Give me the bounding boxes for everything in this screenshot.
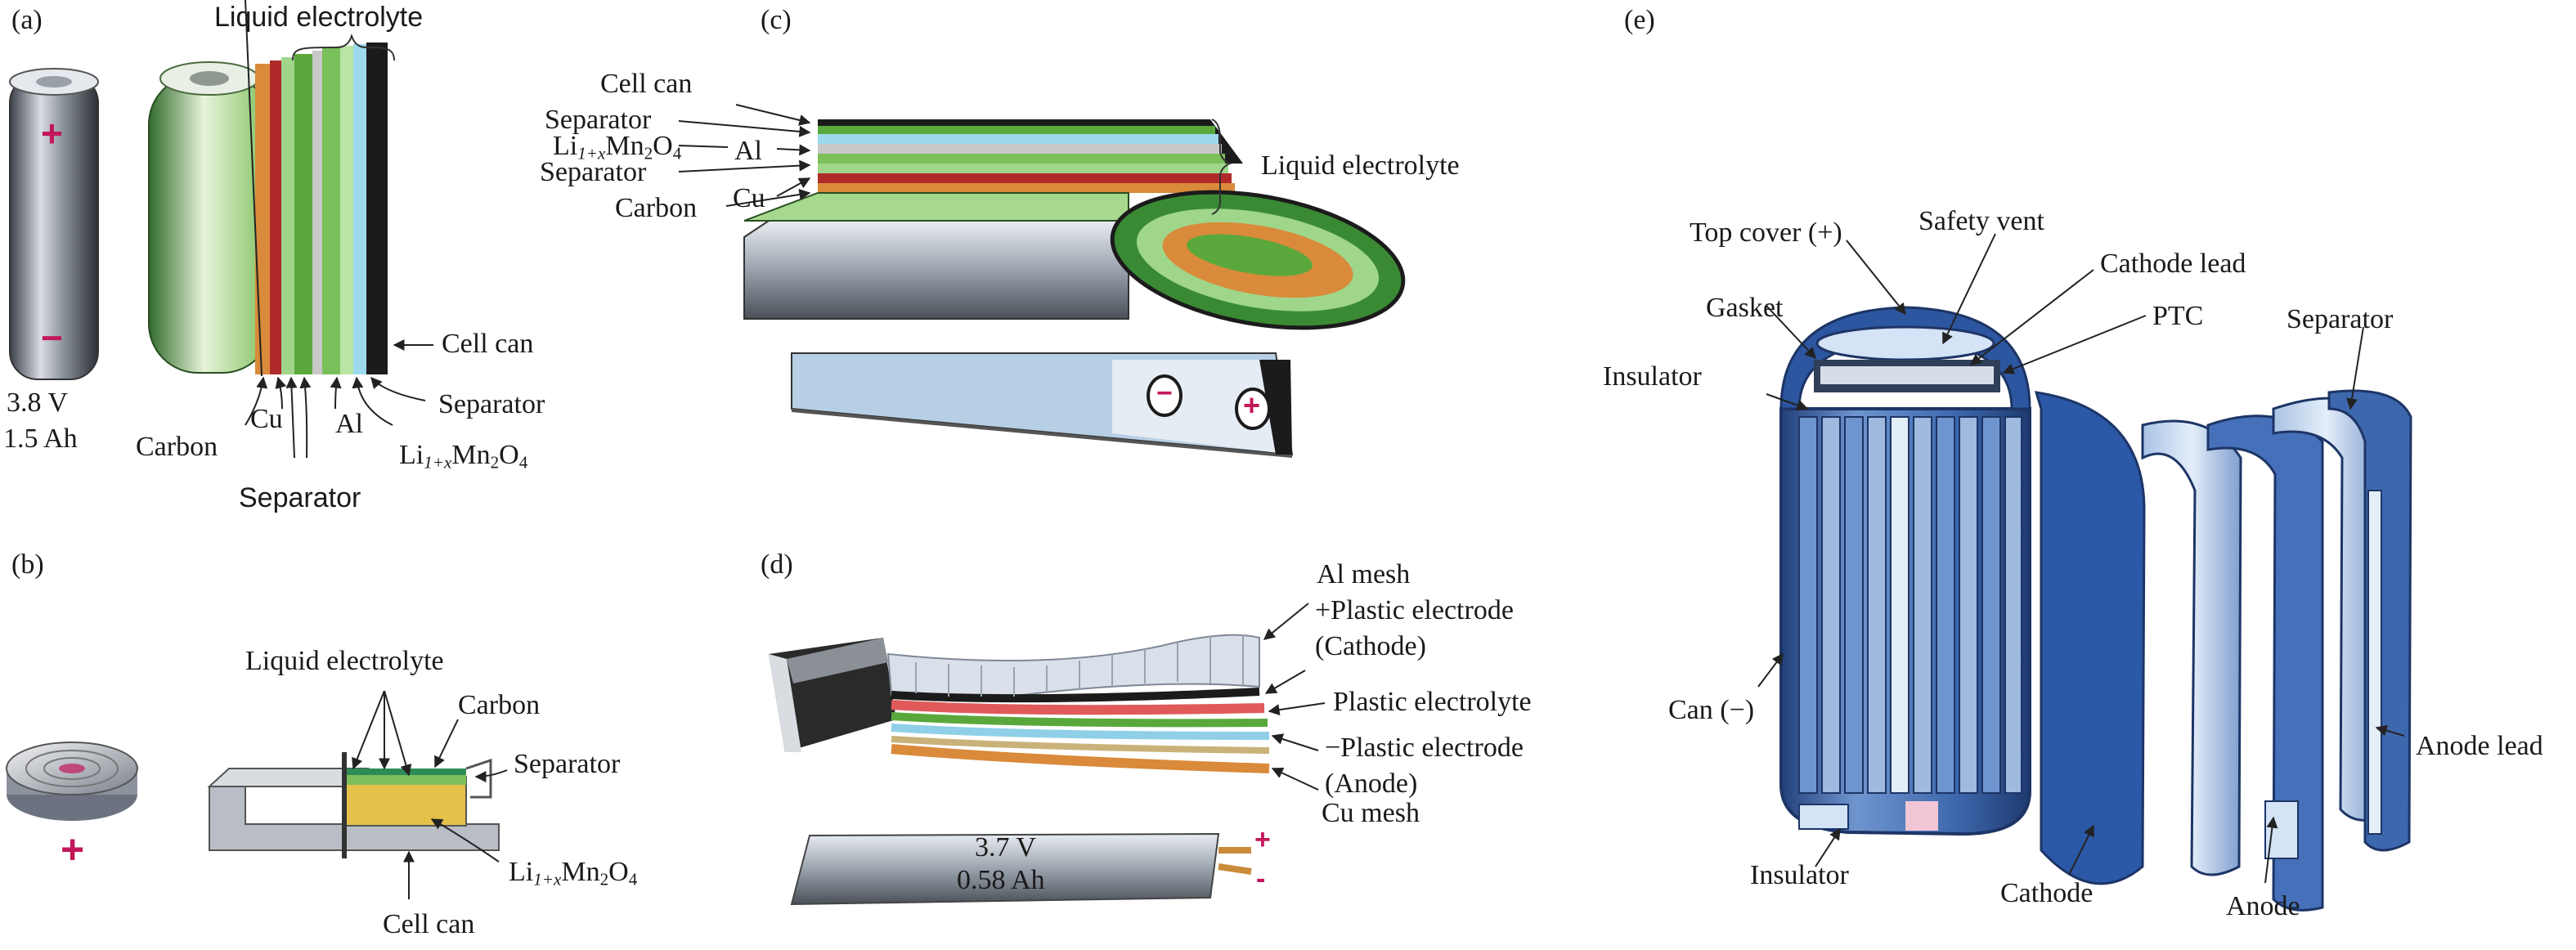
al-mesh-d: Al mesh <box>1317 559 1411 589</box>
minus-sign-a: − <box>41 316 63 359</box>
separator-2-c: Separator <box>540 157 647 187</box>
panel-d-tag: (d) <box>761 549 793 580</box>
cell-can-b: Cell can <box>383 909 475 939</box>
cu-mesh-d: Cu mesh <box>1322 798 1420 828</box>
panel-b-tag: (b) <box>11 549 44 580</box>
panel-e-tag: (e) <box>1624 5 1655 35</box>
panel-c-art <box>678 104 1406 458</box>
cu-a: Cu <box>250 404 283 434</box>
plastic-electrolyte-d: Plastic electrolyte <box>1333 687 1532 717</box>
panel-e-art <box>1757 233 2412 912</box>
panel-a-art <box>9 0 433 459</box>
top-cover-e: Top cover (+) <box>1690 217 1842 248</box>
can-e: Can (−) <box>1668 695 1755 725</box>
insulator-bottom-e: Insulator <box>1750 860 1849 890</box>
limno-a: Li1+xMn2O4 <box>399 440 528 473</box>
voltage-a: 3.8 V <box>7 388 68 418</box>
panel-c-tag: (c) <box>761 5 792 35</box>
plastic-anode-d: −Plastic electrode <box>1325 733 1524 763</box>
separator-right-a: Separator <box>438 389 545 419</box>
cell-can-a: Cell can <box>442 329 534 359</box>
panel-b-art <box>6 690 508 899</box>
safety-vent-e: Safety vent <box>1919 206 2044 236</box>
voltage-d: 3.7 V <box>975 832 1036 863</box>
anode-e: Anode <box>2226 891 2300 921</box>
limno-c: Li1+xMn2O4 <box>553 131 682 164</box>
separator-1-c: Separator <box>545 105 652 135</box>
ptc-e: PTC <box>2152 301 2204 331</box>
anode-lead-e: Anode lead <box>2416 731 2543 761</box>
carbon-a: Carbon <box>136 432 218 462</box>
capacity-d: 0.58 Ah <box>957 865 1045 895</box>
liquid-electrolyte-c: Liquid electrolyte <box>1261 150 1460 181</box>
liquid-electrolyte-a: Liquid electrolyte <box>214 2 424 33</box>
anode-d: (Anode) <box>1325 769 1418 799</box>
plus-terminal-c: + <box>1243 388 1261 422</box>
carbon-b: Carbon <box>458 690 541 720</box>
cathode-e: Cathode <box>2000 878 2094 908</box>
plus-sign-b: + <box>61 827 85 872</box>
liquid-electrolyte-b: Liquid electrolyte <box>245 646 444 676</box>
plus-terminal-d: + <box>1254 824 1271 855</box>
insulator-top-e: Insulator <box>1603 361 1702 392</box>
panel-a-tag: (a) <box>11 5 43 35</box>
separator-b: Separator <box>514 749 621 779</box>
cathode-lead-e: Cathode lead <box>2100 249 2246 279</box>
al-c: Al <box>734 136 762 166</box>
cu-c: Cu <box>733 183 765 213</box>
minus-terminal-d: - <box>1256 863 1266 894</box>
separator-e: Separator <box>2287 304 2394 334</box>
plus-sign-a: + <box>41 112 63 155</box>
al-a: Al <box>335 409 363 439</box>
gasket-e: Gasket <box>1706 293 1784 323</box>
limno-b: Li1+xMn2O4 <box>509 857 638 890</box>
minus-terminal-c: − <box>1156 378 1173 409</box>
capacity-a: 1.5 Ah <box>3 423 78 454</box>
cell-can-c: Cell can <box>600 69 693 99</box>
carbon-c: Carbon <box>615 193 698 223</box>
separator-bottom-a: Separator <box>239 482 361 513</box>
panel-d-art <box>769 603 1326 906</box>
cathode-d: (Cathode) <box>1315 631 1426 661</box>
plastic-cathode-d: +Plastic electrode <box>1315 595 1514 625</box>
